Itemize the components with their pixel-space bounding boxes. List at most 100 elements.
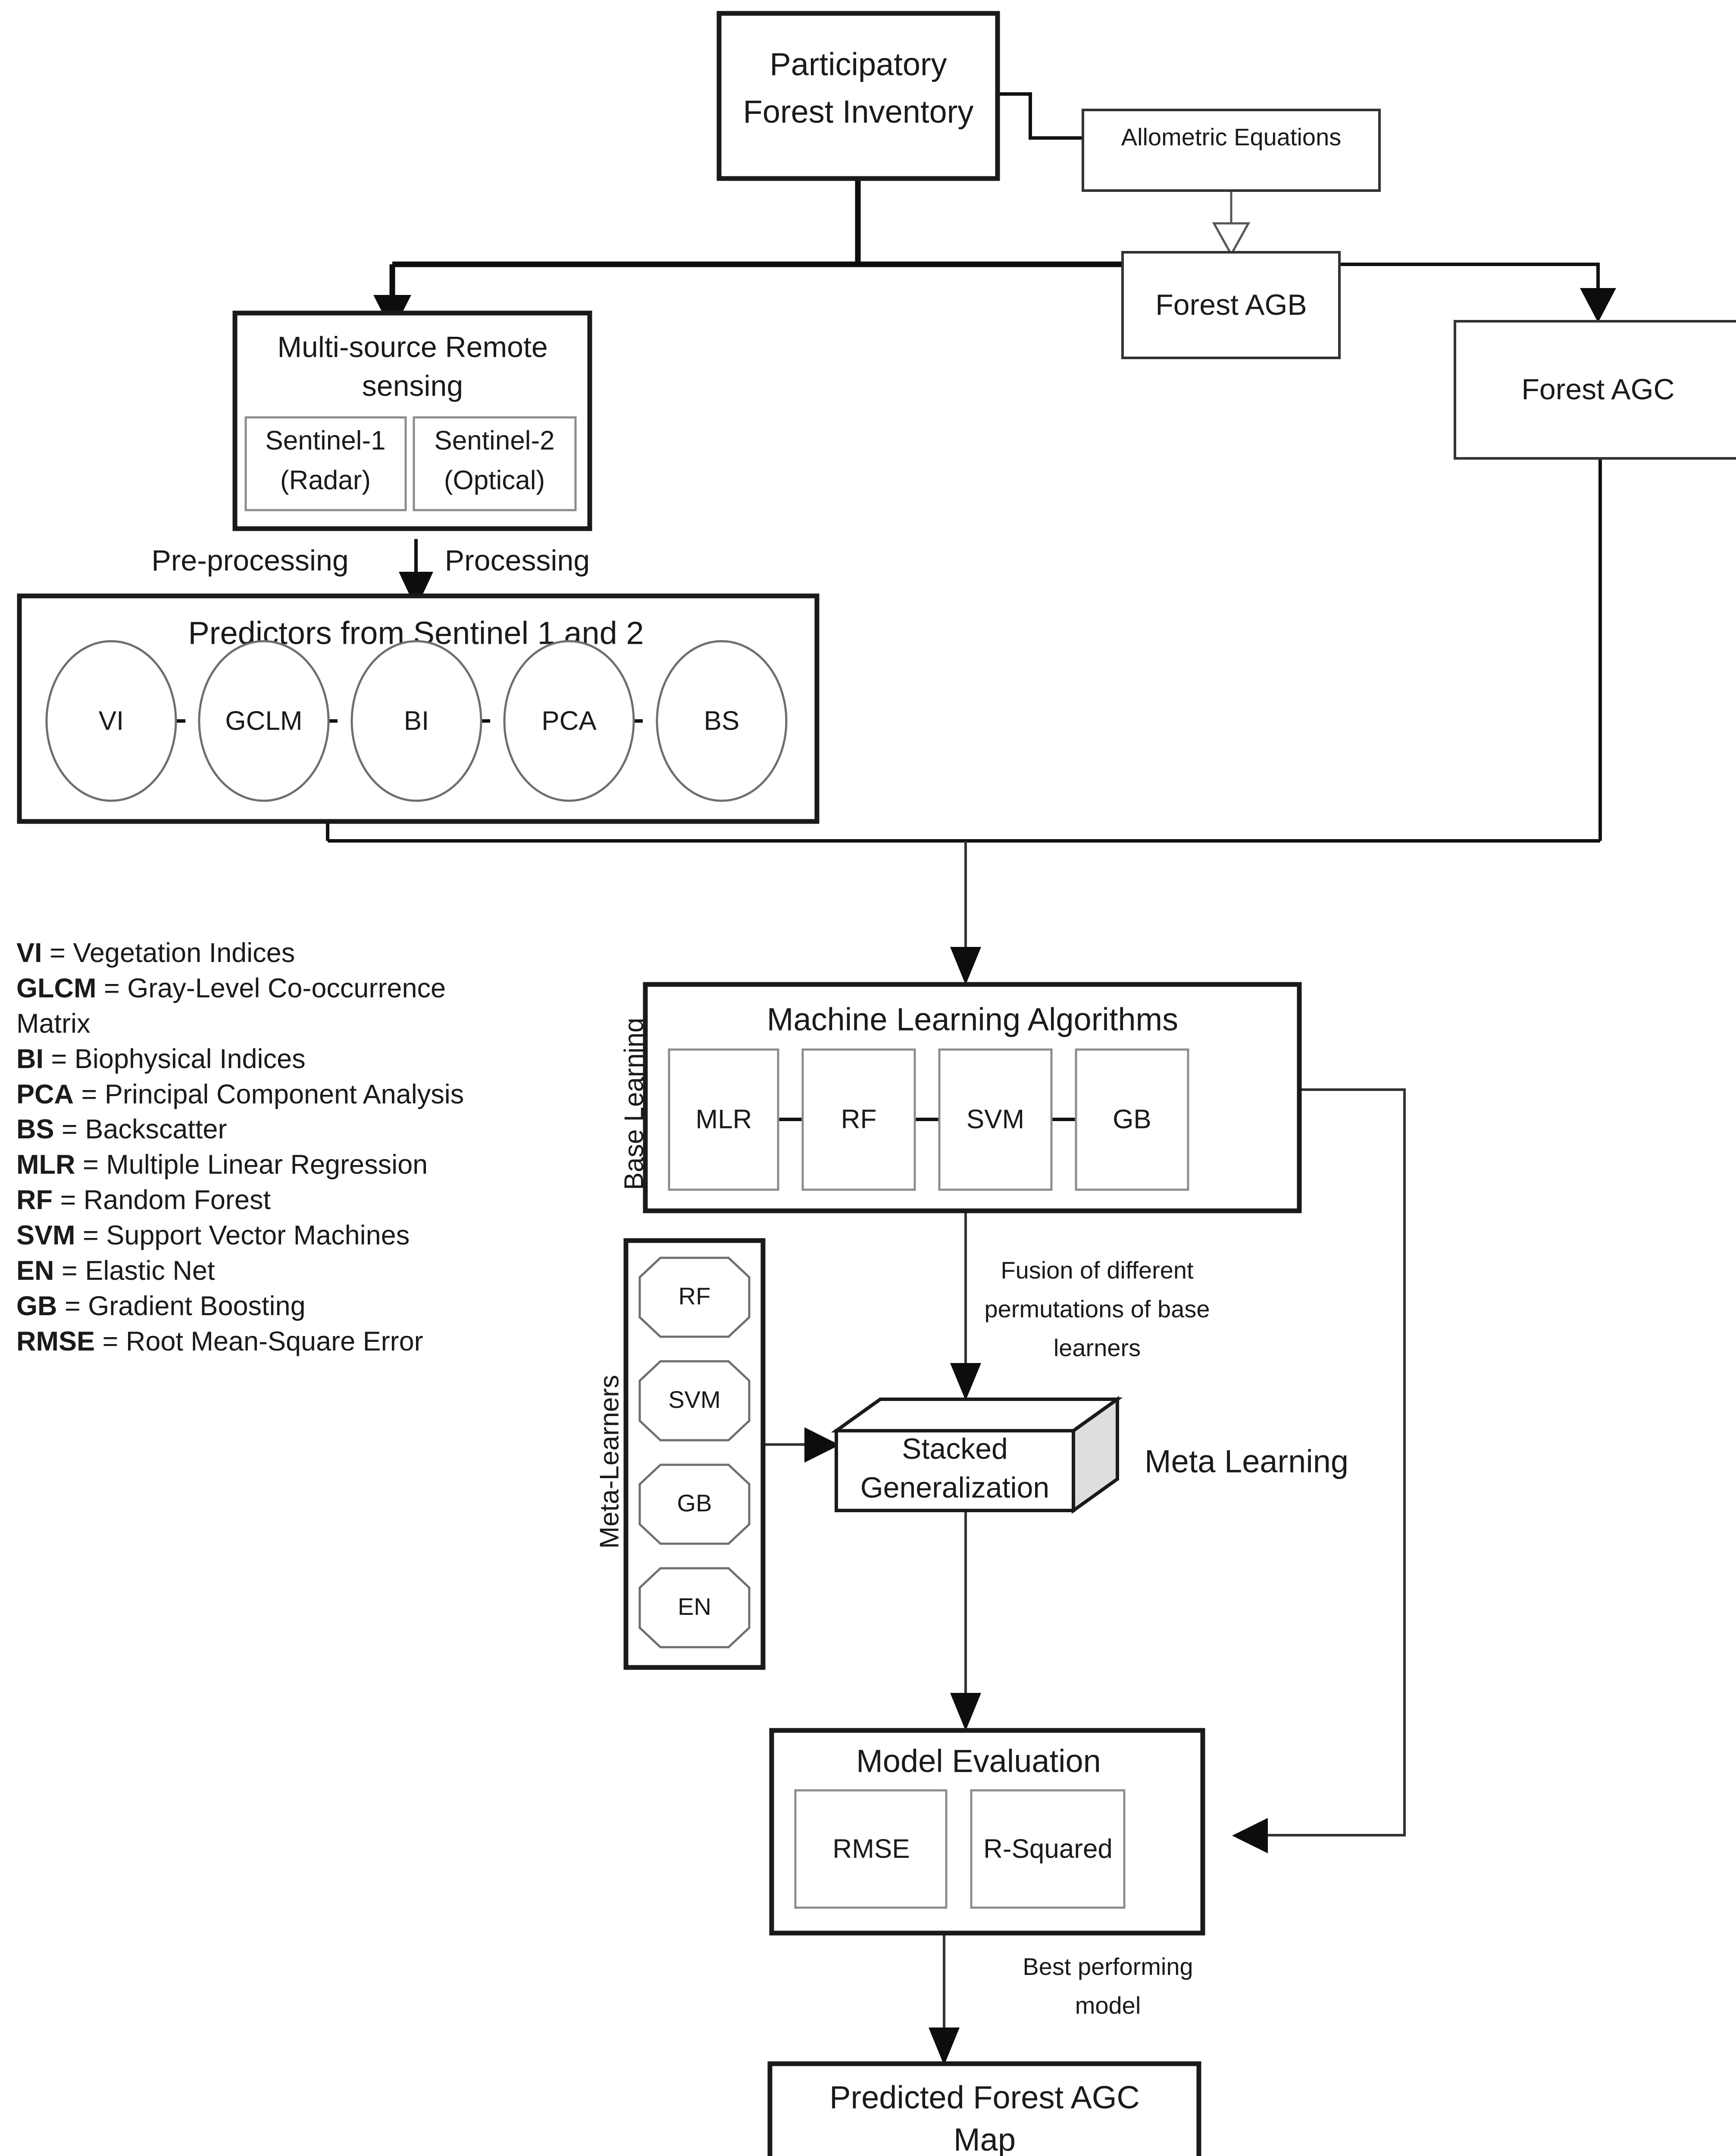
allometric-equations-label: Allometric Equations (1121, 123, 1341, 150)
legend-abbr: BI (16, 1044, 44, 1074)
ml-algorithms-title: Machine Learning Algorithms (767, 1002, 1178, 1037)
legend-definition: = Root Mean-Square Error (95, 1326, 423, 1357)
legend-abbr: EN (16, 1256, 54, 1286)
node-sentinel-1[interactable]: Sentinel-1 (Radar) (244, 416, 407, 511)
meta-learning-label: Meta Learning (1145, 1444, 1348, 1479)
forest-agb-label: Forest AGB (1155, 288, 1307, 321)
node-model-evaluation[interactable]: Model Evaluation RMSE R-Squared (769, 1728, 1205, 1936)
predictor-node-vi[interactable]: VI (45, 640, 177, 802)
edge-label-pre-processing: Pre-processing (151, 544, 348, 577)
base-learner-svm[interactable]: SVM (938, 1048, 1053, 1191)
arrowhead-stacked-generalization (950, 1363, 981, 1401)
meta-learner-label-1: SVM (668, 1386, 720, 1413)
fusion-label-line2: permutations of base (985, 1295, 1210, 1322)
base-learner-mlr[interactable]: MLR (668, 1048, 779, 1191)
legend-item: MLR = Multiple Linear Regression (16, 1147, 525, 1183)
node-meta-learners-group[interactable]: RF SVM GB EN (623, 1238, 766, 1670)
predictor-label-3: PCA (541, 706, 597, 736)
legend-definition: = Biophysical Indices (44, 1044, 306, 1074)
legend-abbr: MLR (16, 1150, 75, 1180)
predicted-map-line2: Map (954, 2122, 1016, 2156)
legend-definition: = Backscatter (54, 1114, 227, 1145)
predictor-node-bs[interactable]: BS (656, 640, 788, 802)
sentinel-1-label-line2: (Radar) (280, 465, 371, 495)
legend-definition: = Vegetation Indices (42, 938, 295, 968)
predictor-node-pca[interactable]: PCA (503, 640, 635, 802)
predictor-label-1: GCLM (225, 706, 302, 736)
legend-definition: = Elastic Net (54, 1256, 215, 1286)
stacked-generalization-line1: Stacked (902, 1432, 1008, 1465)
node-allometric-equations[interactable]: Allometric Equations (1082, 109, 1381, 192)
sentinel-2-label-line1: Sentinel-2 (434, 426, 554, 455)
legend-definition: = Random Forest (52, 1185, 271, 1216)
forest-agc-label: Forest AGC (1521, 373, 1674, 406)
legend-item: GB = Gradient Boosting (16, 1289, 525, 1324)
best-model-label-line2: model (1075, 1992, 1141, 2019)
remote-sensing-label-line2: sensing (362, 370, 463, 402)
best-model-label-line1: Best performing (1023, 1953, 1193, 1980)
fusion-label-line3: learners (1054, 1334, 1141, 1361)
abbreviations-legend: VI = Vegetation Indices GLCM = Gray-Leve… (16, 936, 525, 1360)
legend-abbr: RF (16, 1185, 53, 1216)
edge-pfi-to-allometric (996, 92, 1083, 140)
predictor-label-0: VI (99, 706, 124, 736)
legend-item: BI = Biophysical Indices (16, 1042, 525, 1077)
legend-item: RMSE = Root Mean-Square Error (16, 1324, 525, 1360)
meta-learner-rf[interactable]: RF (638, 1257, 751, 1338)
node-multi-source-remote-sensing[interactable]: Multi-source Remote sensing Sentinel-1 (… (232, 310, 592, 531)
predictor-label-4: BS (704, 706, 740, 736)
evaluation-metric-r-squared[interactable]: R-Squared (970, 1789, 1126, 1909)
pfi-label-line2: Forest Inventory (743, 94, 974, 130)
legend-abbr: GLCM (16, 973, 97, 1003)
evaluation-metric-label-1: R-Squared (983, 1834, 1113, 1864)
model-evaluation-title: Model Evaluation (856, 1743, 1101, 1779)
node-machine-learning-algorithms[interactable]: Machine Learning Algorithms MLR RF SVM G… (643, 982, 1302, 1213)
node-stacked-generalization[interactable]: Stacked Generalization (831, 1396, 1123, 1514)
legend-item: EN = Elastic Net (16, 1253, 525, 1289)
hollow-arrowhead-agb (1212, 222, 1251, 257)
node-forest-agb[interactable]: Forest AGB (1121, 251, 1341, 359)
edge-ml-feedback-to-evaluation (1265, 1088, 1406, 1836)
predictor-label-2: BI (404, 706, 429, 736)
legend-abbr: PCA (16, 1079, 74, 1109)
arrowhead-ml-algorithms (950, 947, 981, 985)
evaluation-metric-label-0: RMSE (832, 1834, 910, 1864)
arrowhead-evaluation-feedback (1232, 1818, 1268, 1853)
node-forest-agc[interactable]: Forest AGC (1454, 320, 1736, 460)
base-learner-rf[interactable]: RF (801, 1048, 916, 1191)
legend-item: GLCM = Gray-Level Co-occurrence Matrix (16, 971, 525, 1042)
predicted-map-line1: Predicted Forest AGC (829, 2080, 1140, 2115)
legend-definition: = Principal Component Analysis (74, 1079, 464, 1109)
legend-item: VI = Vegetation Indices (16, 936, 525, 971)
sentinel-1-label-line1: Sentinel-1 (265, 426, 385, 455)
legend-item: PCA = Principal Component Analysis (16, 1077, 525, 1112)
legend-item: SVM = Support Vector Machines (16, 1218, 525, 1253)
evaluation-metric-rmse[interactable]: RMSE (794, 1789, 948, 1909)
legend-definition: = Multiple Linear Regression (75, 1150, 428, 1180)
meta-learner-label-3: EN (678, 1593, 711, 1620)
meta-learner-en[interactable]: EN (638, 1567, 751, 1648)
base-learner-gb[interactable]: GB (1075, 1048, 1189, 1191)
legend-definition: = Gradient Boosting (57, 1291, 306, 1321)
predictor-node-bi[interactable]: BI (350, 640, 482, 802)
node-predicted-forest-agc-map[interactable]: Predicted Forest AGC Map (767, 2061, 1201, 2156)
predictor-node-gclm[interactable]: GCLM (198, 640, 330, 802)
node-participatory-forest-inventory[interactable]: Participatory Forest Inventory (716, 11, 1000, 181)
node-sentinel-2[interactable]: Sentinel-2 (Optical) (413, 416, 577, 511)
arrowhead-predictors (399, 572, 433, 609)
legend-abbr: BS (16, 1114, 54, 1145)
node-predictors-group[interactable]: Predictors from Sentinel 1 and 2 VI GCLM… (17, 593, 820, 824)
stacked-generalization-line2: Generalization (860, 1471, 1049, 1504)
legend-definition: = Gray-Level Co-occurrence Matrix (16, 973, 446, 1039)
base-learner-label-3: GB (1113, 1104, 1151, 1134)
base-learner-label-0: MLR (696, 1104, 752, 1134)
meta-learners-label: Meta-Learners (594, 1375, 624, 1548)
meta-learner-label-2: GB (677, 1489, 712, 1517)
sentinel-2-label-line2: (Optical) (444, 465, 545, 495)
pfi-label-line1: Participatory (769, 47, 947, 82)
meta-learner-svm[interactable]: SVM (638, 1360, 751, 1442)
meta-learner-label-0: RF (679, 1282, 711, 1310)
meta-learner-gb[interactable]: GB (638, 1463, 751, 1545)
